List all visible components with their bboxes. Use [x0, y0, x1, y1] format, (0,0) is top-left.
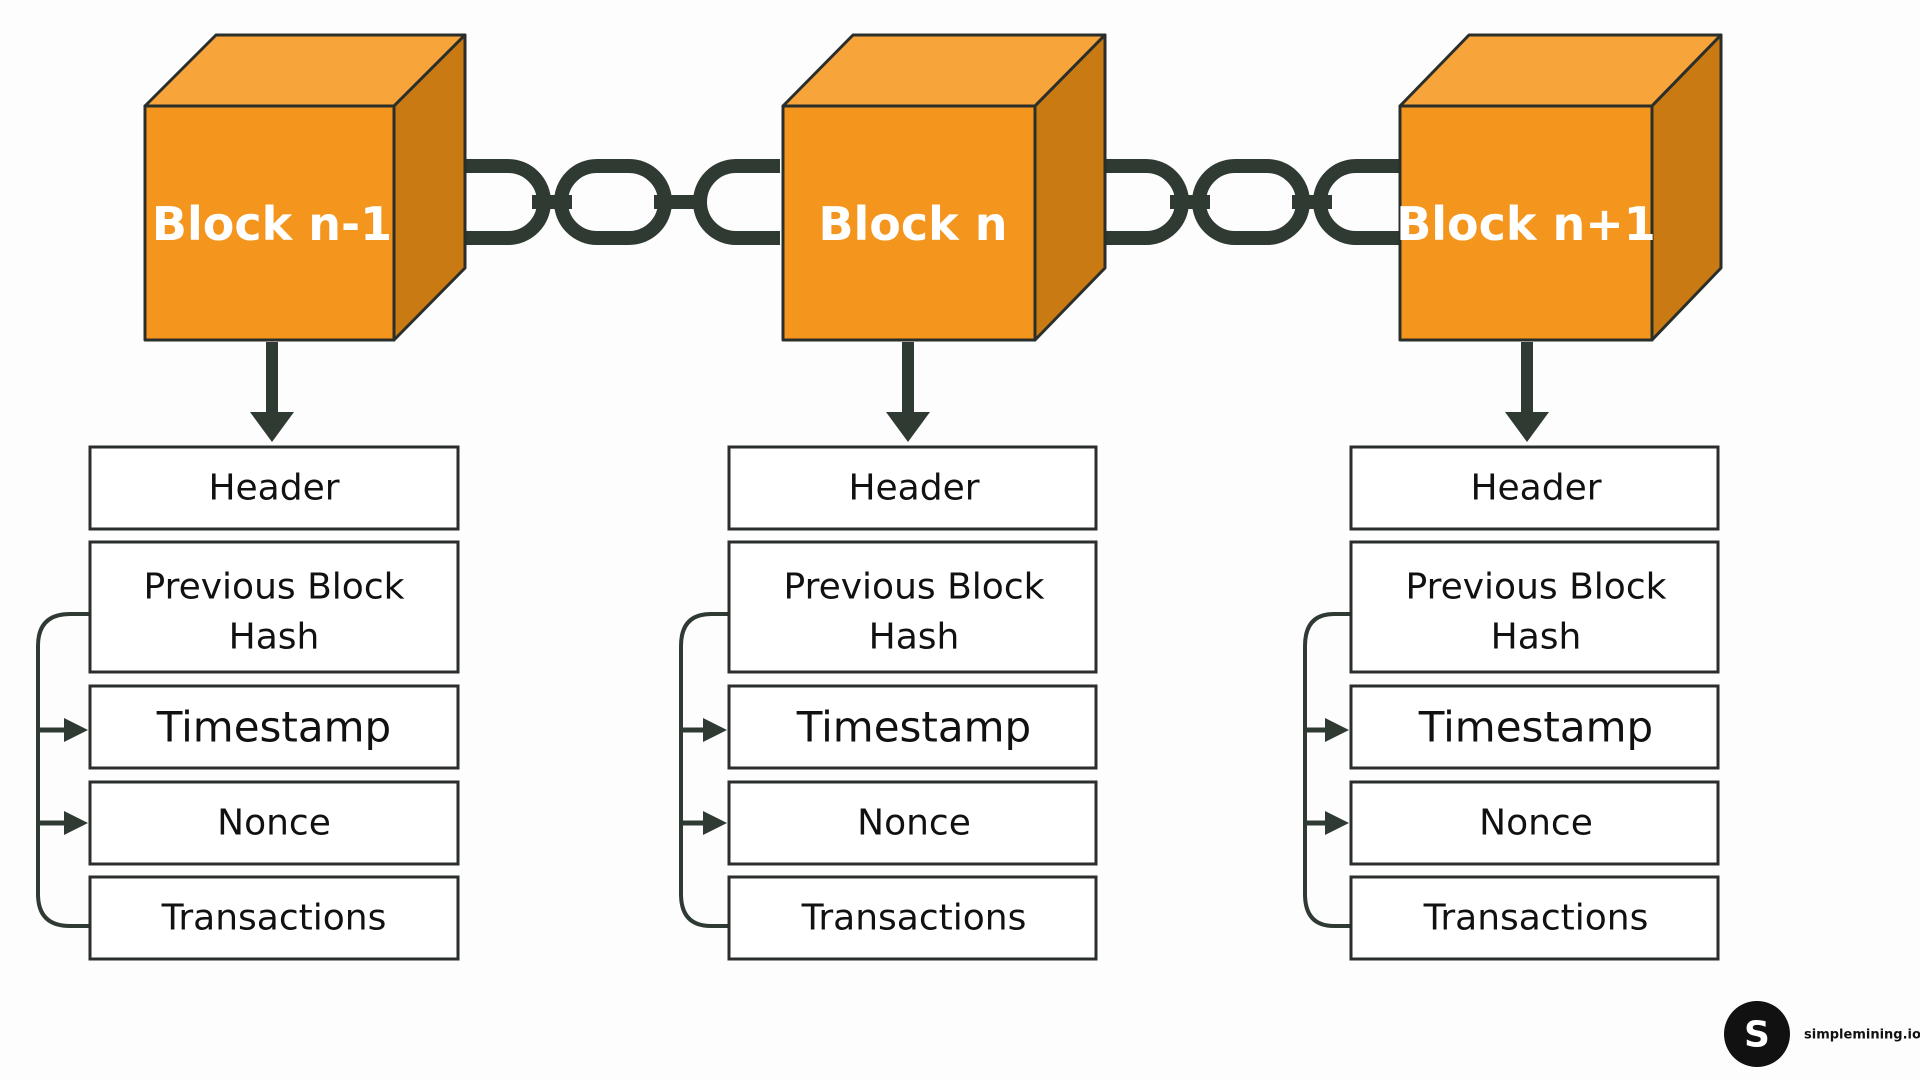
field-header-label: Header	[848, 468, 979, 509]
arrow-right-icon	[681, 811, 727, 835]
block-title: Block n+1	[1396, 197, 1656, 251]
arrow-right-icon	[38, 718, 88, 742]
field-previous-hash: Previous Block Hash	[727, 540, 1098, 674]
field-nonce: Nonce	[88, 780, 460, 866]
field-header: Header	[88, 445, 460, 531]
field-nonce: Nonce	[1349, 780, 1720, 866]
field-previous-hash-line1: Previous Block	[1406, 567, 1667, 608]
block-title: Block n-1	[152, 197, 392, 251]
field-nonce: Nonce	[727, 780, 1098, 866]
cube-block-n-minus-1	[143, 33, 467, 342]
field-transactions-label: Transactions	[1423, 898, 1649, 939]
chain-link-2-3	[1102, 159, 1400, 245]
brand-site-name: simplemining.io	[1804, 1028, 1920, 1043]
bracket-connector	[679, 612, 729, 928]
arrow-down-icon	[250, 342, 294, 442]
field-timestamp: Timestamp	[1349, 684, 1720, 770]
bracket-connector	[1303, 612, 1351, 928]
arrow-down-icon	[1505, 342, 1549, 442]
field-previous-hash-line2: Hash	[869, 617, 960, 658]
field-timestamp-label: Timestamp	[156, 703, 391, 752]
field-nonce-label: Nonce	[857, 803, 971, 844]
field-previous-hash-line1: Previous Block	[144, 567, 405, 608]
field-previous-hash: Previous Block Hash	[88, 540, 460, 674]
field-nonce-label: Nonce	[217, 803, 331, 844]
arrow-right-icon	[681, 718, 727, 742]
field-transactions-label: Transactions	[161, 898, 387, 939]
field-previous-hash-line2: Hash	[1491, 617, 1582, 658]
bracket-connector	[36, 612, 90, 928]
field-transactions: Transactions	[88, 875, 460, 961]
arrow-right-icon	[1305, 811, 1349, 835]
arrow-right-icon	[1305, 718, 1349, 742]
field-transactions: Transactions	[727, 875, 1098, 961]
field-timestamp-label: Timestamp	[1418, 703, 1653, 752]
field-transactions: Transactions	[1349, 875, 1720, 961]
cube-front-face	[781, 104, 1037, 342]
field-previous-hash-line1: Previous Block	[784, 567, 1045, 608]
logo-letter: S	[1744, 1015, 1770, 1056]
block-group-3: Block n+1 Header Previous Block Hash T	[1303, 33, 1723, 961]
block-group-1: Block n-1 Header Previous Block Hash T	[36, 33, 467, 961]
field-transactions-label: Transactions	[801, 898, 1027, 939]
cube-front-face	[143, 104, 396, 342]
field-previous-hash: Previous Block Hash	[1349, 540, 1720, 674]
cube-front-face	[1398, 104, 1654, 342]
simplemining-logo	[1724, 1001, 1790, 1067]
cube-block-n-plus-1	[1398, 33, 1723, 342]
field-timestamp-label: Timestamp	[796, 703, 1031, 752]
field-header: Header	[1349, 445, 1720, 531]
field-previous-hash-line2: Hash	[229, 617, 320, 658]
block-group-2: Block n Header Previous Block Hash Tim	[679, 33, 1107, 961]
brand-mark: S simplemining.io	[1724, 1001, 1920, 1067]
arrow-right-icon	[38, 811, 88, 835]
chain-link-1-2	[464, 159, 780, 245]
field-nonce-label: Nonce	[1479, 803, 1593, 844]
block-title: Block n	[818, 197, 1007, 251]
field-header-label: Header	[1470, 468, 1601, 509]
arrow-down-icon	[886, 342, 930, 442]
field-header-label: Header	[208, 468, 339, 509]
field-timestamp: Timestamp	[88, 684, 460, 770]
cube-block-n	[781, 33, 1107, 342]
field-header: Header	[727, 445, 1098, 531]
field-timestamp: Timestamp	[727, 684, 1098, 770]
